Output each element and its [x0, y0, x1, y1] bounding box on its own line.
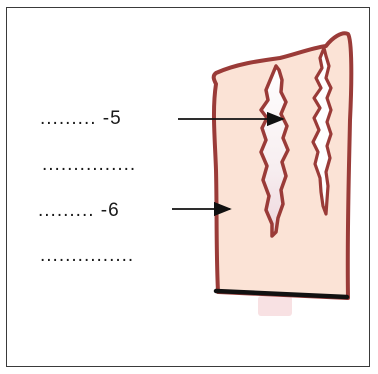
label-5: ......... -5: [40, 108, 122, 129]
blank-line-2: ...............: [40, 245, 135, 266]
fissure-right: [311, 46, 333, 216]
base-stub: [258, 296, 292, 316]
base-line: [213, 288, 350, 300]
label-6: ......... -6: [38, 200, 120, 221]
blank-line-1: ...............: [42, 154, 137, 175]
